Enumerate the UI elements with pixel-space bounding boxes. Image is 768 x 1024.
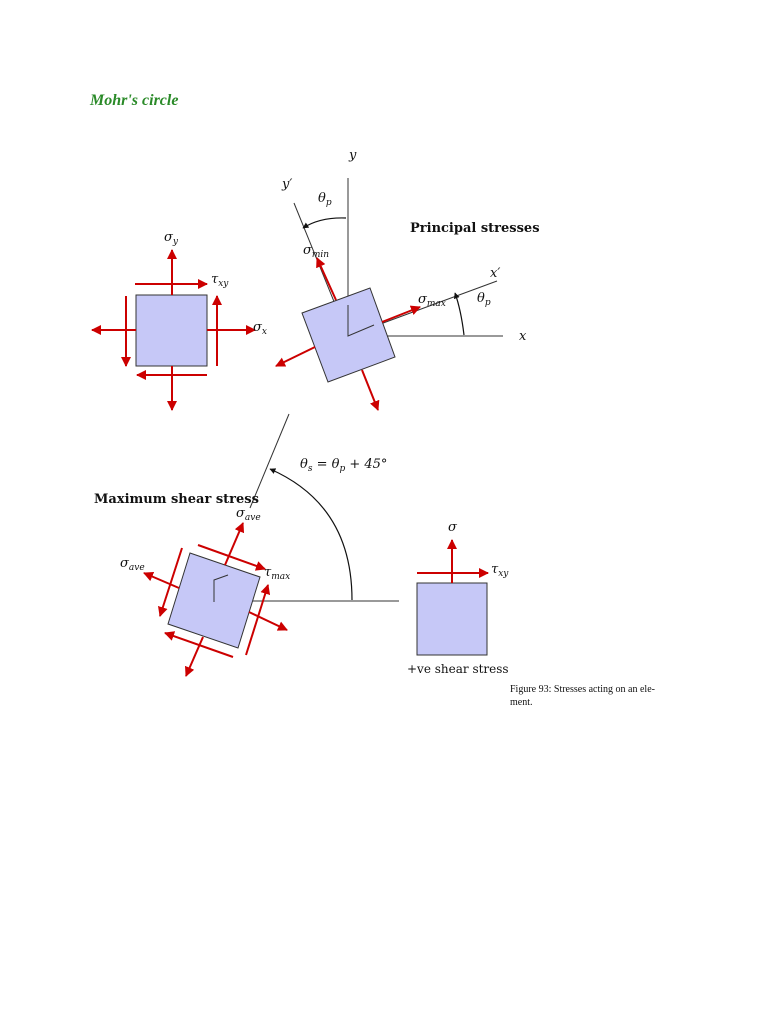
sigma-min-arrow-up (316, 257, 337, 301)
max-shear-title: Maximum shear stress (94, 492, 259, 507)
sigma-ave-label-left: σave (120, 556, 145, 573)
theta-s-guide-line (249, 413, 290, 509)
sigma-max-arrow-right (381, 305, 421, 323)
tau-max-arrow-left (158, 547, 183, 617)
sigma-x-label: σx (253, 320, 267, 337)
x-prime-axis-label: x′ (490, 266, 500, 281)
sigma-label: σ (448, 520, 458, 535)
tau-max-arrow-top (197, 544, 266, 571)
sigma-ave-arrow-down (185, 636, 204, 677)
theta-s-arc (269, 468, 353, 601)
theta-s-construction: θs = θp + 45° (249, 413, 387, 601)
theta-p-arc-right (453, 292, 465, 336)
y-prime-axis-label: y′ (281, 177, 292, 192)
tau-xy-label-bottom: τxy (491, 562, 509, 579)
tau-max-label: τmax (264, 565, 290, 582)
sigma-max-arrow-left (275, 346, 316, 367)
sigma-ave-label-top: σave (236, 506, 261, 523)
tau-xy-label: τxy (211, 272, 229, 289)
max-shear-diagram: Maximum shear stress σave σave τmax (94, 492, 399, 677)
tau-max-arrow-bottom (164, 631, 234, 658)
sigma-max-label: σmax (418, 292, 446, 309)
section-title: Mohr's circle (90, 92, 179, 109)
theta-s-equation: θs = θp + 45° (300, 457, 387, 474)
left-stress-element: σy τxy σx (91, 230, 267, 411)
principal-stress-diagram: y y′ x x′ θp θp σmin σmax Principal stre… (275, 148, 540, 411)
sigma-y-label: σy (164, 230, 179, 247)
max-shear-local-axes (213, 574, 229, 602)
sigma-ave-arrow-left (143, 571, 180, 589)
theta-p-label-right: θp (477, 291, 491, 308)
y-axis-label: y (348, 148, 357, 163)
tau-max-arrow-right (245, 584, 271, 656)
x-axis-label: x (519, 329, 527, 344)
sigma-ave-arrow-up (224, 522, 245, 566)
positive-shear-label: +ve shear stress (407, 662, 509, 676)
element-square (135, 294, 208, 367)
sigma-min-arrow-down (361, 369, 380, 411)
sigma-min-label: σmin (303, 243, 329, 260)
caption-line-1: Figure 93: Stresses acting on an ele- (510, 684, 655, 695)
positive-shear-element (416, 582, 488, 656)
positive-shear-diagram: σ τxy +ve shear stress (407, 520, 509, 676)
caption-line-2: ment. (510, 697, 533, 708)
sigma-ave-arrow-right (248, 611, 288, 631)
local-axes-mark (347, 305, 375, 337)
principal-stresses-title: Principal stresses (410, 221, 540, 236)
figure-caption: Figure 93: Stresses acting on an ele- me… (510, 683, 675, 709)
theta-p-arc-top (302, 217, 347, 229)
theta-p-label-top: θp (318, 191, 332, 208)
